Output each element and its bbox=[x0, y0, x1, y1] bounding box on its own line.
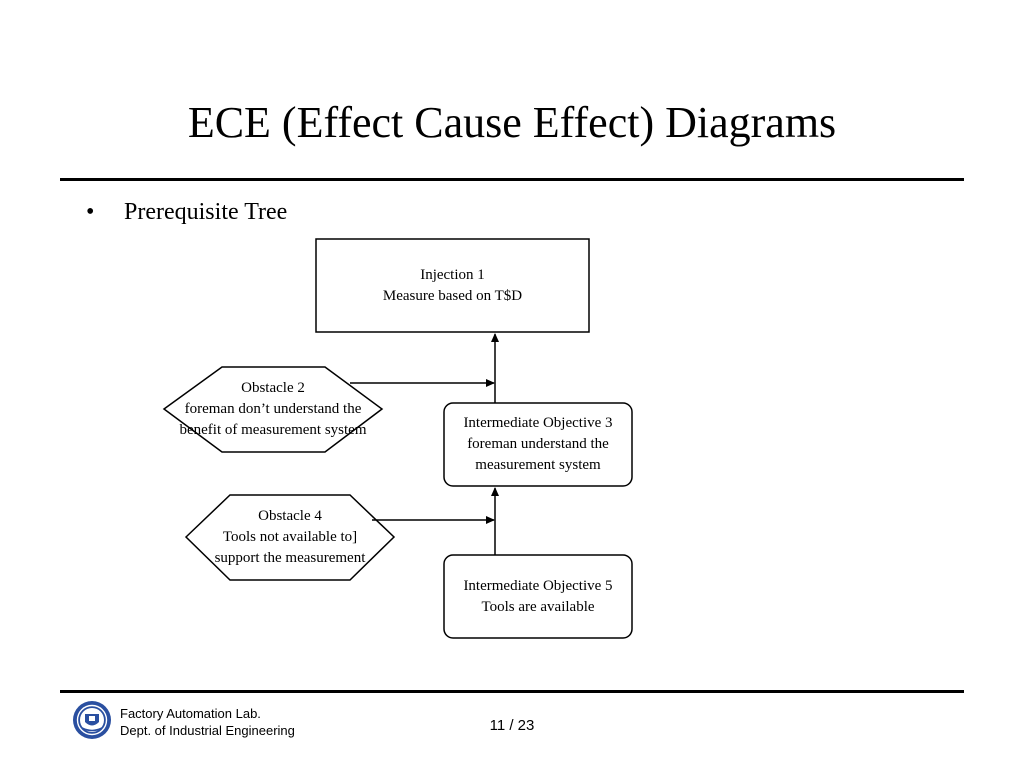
university-seal-icon bbox=[73, 701, 111, 739]
obstacle-4-desc-1: Tools not available to] bbox=[222, 529, 358, 545]
objective-3-text: Intermediate Objective 3 foreman underst… bbox=[444, 413, 632, 476]
obstacle-4-desc-2: support the measurement bbox=[214, 550, 366, 566]
injection-1-title: Injection 1 bbox=[420, 267, 485, 283]
objective-3-title: Intermediate Objective 3 bbox=[463, 415, 613, 431]
bullet-dot: • bbox=[86, 199, 95, 225]
bullet-text: Prerequisite Tree bbox=[124, 199, 288, 225]
obstacle-2-desc-1: foreman don’t understand the bbox=[184, 401, 362, 417]
injection-1-text: Injection 1 Measure based on T$D bbox=[316, 265, 589, 307]
page-number: 11 / 23 bbox=[489, 717, 535, 734]
footer-department: Dept. of Industrial Engineering bbox=[120, 723, 295, 738]
obstacle-4-hexagon bbox=[184, 494, 396, 581]
footer-organization: Factory Automation Lab. Dept. of Industr… bbox=[120, 705, 295, 739]
obstacle-2-desc-2: benefit of measurement system bbox=[179, 422, 367, 438]
obstacle-4-text: Obstacle 4 Tools not available to] suppo… bbox=[186, 506, 394, 569]
slide-title: ECE (Effect Cause Effect) Diagrams bbox=[187, 98, 837, 147]
obstacle-2-text: Obstacle 2 foreman don’t understand the … bbox=[164, 378, 382, 441]
obstacle-2-hexagon bbox=[162, 366, 384, 453]
obstacle-4-title: Obstacle 4 bbox=[258, 508, 322, 524]
title-divider bbox=[60, 178, 964, 181]
objective-5-text: Intermediate Objective 5 Tools are avail… bbox=[444, 576, 632, 618]
objective-5-desc: Tools are available bbox=[481, 599, 595, 615]
objective-3-desc-1: foreman understand the bbox=[467, 436, 609, 452]
obstacle-2-title: Obstacle 2 bbox=[241, 380, 305, 396]
objective-3-desc-2: measurement system bbox=[475, 457, 601, 473]
objective-5-title: Intermediate Objective 5 bbox=[463, 578, 613, 594]
footer-lab-name: Factory Automation Lab. bbox=[120, 706, 261, 721]
objective-5-box bbox=[443, 554, 633, 639]
injection-1-desc: Measure based on T$D bbox=[382, 288, 523, 304]
bullet-item: • Prerequisite Tree bbox=[86, 196, 287, 228]
footer-divider bbox=[60, 690, 964, 693]
injection-1-box bbox=[315, 238, 590, 333]
objective-3-box bbox=[443, 402, 633, 487]
